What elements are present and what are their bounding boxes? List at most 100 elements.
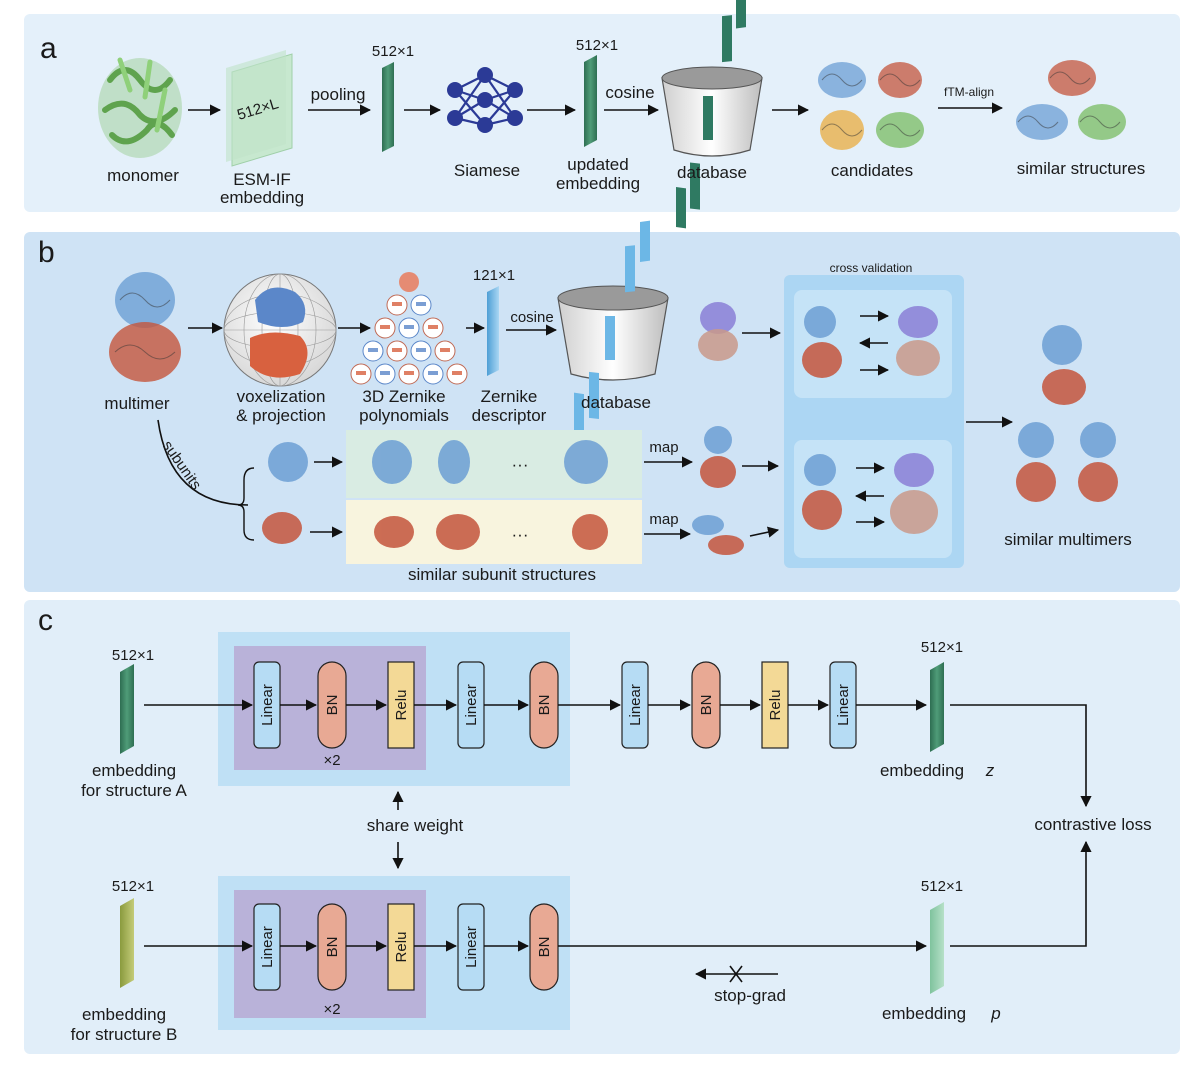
cv-top-content	[802, 306, 940, 378]
similar-structures-set	[1016, 60, 1126, 140]
stop-grad-label: stop-grad	[714, 986, 786, 1005]
encoder-a-layers: Linear BN Relu Linear BN	[253, 661, 559, 749]
cross-validation-label: cross validation	[830, 261, 913, 275]
similar-subunits-b	[374, 514, 608, 550]
svg-text:BN: BN	[324, 695, 341, 716]
emb-z-var: z	[985, 761, 995, 780]
multimer-label: multimer	[104, 394, 170, 413]
svg-text:Linear: Linear	[463, 926, 480, 968]
bn-b1	[317, 903, 347, 991]
linear-b2	[457, 903, 485, 991]
dim-b-label: 512×1	[112, 878, 154, 895]
zernike-poly-label-2: polynomials	[359, 406, 449, 425]
voxel-sphere	[223, 273, 337, 387]
esm-embedding-card: 512×L	[226, 50, 293, 167]
svg-text:BN: BN	[536, 937, 553, 958]
map-label-1: map	[649, 439, 678, 456]
bn-b2	[529, 903, 559, 991]
emb-b-label-1: embedding	[82, 1005, 166, 1024]
panel-b-letter: b	[38, 236, 55, 269]
database-icon-a	[661, 0, 763, 229]
predictor-layers: Linear BN Relu Linear	[621, 661, 857, 749]
similar-subunits-a	[372, 440, 608, 484]
zernike-desc-label-2: descriptor	[472, 406, 547, 425]
subunits-brace	[237, 467, 255, 541]
siamese-label: Siamese	[454, 161, 520, 180]
esm-label-1: ESM-IF	[233, 170, 291, 189]
panel-c-letter: c	[38, 604, 53, 637]
share-weight-label: share weight	[367, 816, 464, 835]
dim-a-label: 512×1	[112, 647, 154, 664]
dim-z-label: 512×1	[921, 639, 963, 656]
esm-label-2: embedding	[220, 188, 304, 207]
updated-label-1: updated	[567, 155, 628, 174]
panel-c: c 512×1 embedding for structure A Linear…	[24, 600, 1180, 1054]
emb-a-label-2: for structure A	[81, 781, 187, 800]
embedding-z-bar	[930, 662, 944, 752]
svg-text:Linear: Linear	[259, 926, 276, 968]
zernike-poly-label-1: 3D Zernike	[362, 387, 445, 406]
panel-c-background	[24, 600, 1180, 1054]
zernike-descriptor-bar	[487, 286, 499, 376]
cv-bottom-content	[802, 453, 938, 534]
mapped-multimer-a	[700, 426, 736, 488]
similar-subunit-label: similar subunit structures	[408, 565, 596, 584]
svg-text:Linear: Linear	[627, 684, 644, 726]
retrieved-multimer-surface	[698, 302, 738, 361]
siamese-nodes	[447, 67, 523, 133]
encoder-b-layers: Linear BN Relu Linear BN	[253, 903, 559, 991]
pooled-embedding-bar	[382, 62, 394, 152]
contrastive-loss-label: contrastive loss	[1034, 815, 1151, 834]
embedding-a-bar	[120, 664, 134, 754]
emb-p-label: embedding	[882, 1004, 966, 1023]
times2-b: ×2	[323, 1001, 340, 1018]
dim-p-label: 512×1	[921, 878, 963, 895]
svg-text:Linear: Linear	[463, 684, 480, 726]
ftm-align-label: fTM-align	[944, 85, 994, 99]
stop-grad-cross-icon	[729, 965, 743, 983]
database-label-a: database	[677, 163, 747, 182]
linear-b1	[253, 903, 281, 991]
emb-p-var: p	[990, 1004, 1000, 1023]
cosine-label-a: cosine	[605, 83, 654, 102]
subunit-b	[262, 512, 302, 544]
monomer-label: monomer	[107, 166, 179, 185]
svg-text:Relu: Relu	[767, 690, 784, 721]
dim-label-2: 512×1	[576, 37, 618, 54]
vox-label-1: voxelization	[237, 387, 326, 406]
similar-multimers-label: similar multimers	[1004, 530, 1132, 549]
svg-text:Relu: Relu	[393, 932, 410, 963]
svg-text:BN: BN	[324, 937, 341, 958]
embedding-b-bar	[120, 898, 134, 988]
candidate-structures	[818, 62, 924, 150]
embedding-p-bar	[930, 902, 944, 994]
subunit-a	[268, 442, 308, 482]
relu-p1	[761, 661, 789, 749]
emb-b-label-2: for structure B	[71, 1025, 178, 1044]
similar-multimers-set	[1016, 325, 1118, 502]
svg-text:Linear: Linear	[835, 684, 852, 726]
panel-a: a monomer 512×L ESM-IF embedding pooling…	[24, 0, 1180, 229]
dim-label-1: 512×1	[372, 43, 414, 60]
candidates-label: candidates	[831, 161, 913, 180]
ellipsis-a: ···	[512, 455, 529, 474]
map-label-2: map	[649, 511, 678, 528]
database-label-b: database	[581, 393, 651, 412]
cosine-label-b: cosine	[510, 309, 553, 326]
zernike-desc-label-1: Zernike	[481, 387, 538, 406]
updated-embedding-bar	[584, 55, 597, 147]
panel-a-letter: a	[40, 32, 57, 65]
times2-a: ×2	[323, 752, 340, 769]
similar-structures-label: similar structures	[1017, 159, 1145, 178]
vox-label-2: & projection	[236, 406, 326, 425]
zernike-dim-label: 121×1	[473, 267, 515, 284]
relu-b1	[387, 903, 415, 991]
panel-a-background	[24, 14, 1180, 212]
zernike-pyramid	[350, 272, 468, 385]
database-icon-b	[557, 220, 669, 435]
ellipsis-b: ···	[512, 525, 529, 544]
svg-text:Relu: Relu	[393, 690, 410, 721]
multimer-structure	[109, 272, 181, 382]
svg-text:Linear: Linear	[259, 684, 276, 726]
